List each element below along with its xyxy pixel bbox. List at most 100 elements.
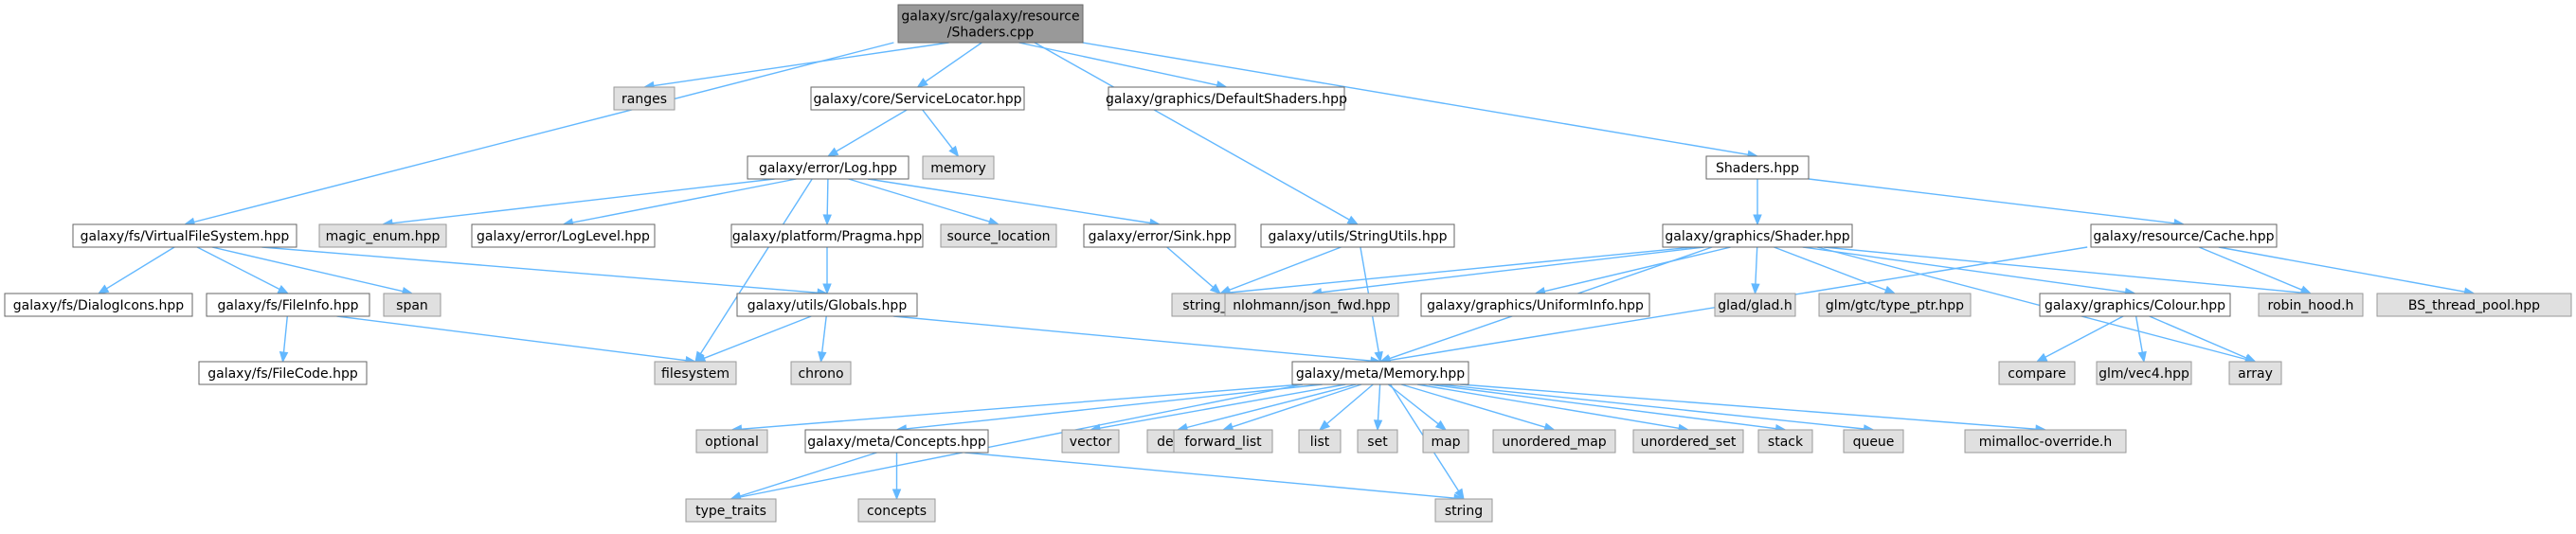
node-colour[interactable]: galaxy/graphics/Colour.hpp xyxy=(2039,293,2231,317)
node-box xyxy=(1260,223,1455,248)
node-string[interactable]: string xyxy=(1434,498,1493,523)
node-array[interactable]: array xyxy=(2228,361,2282,385)
node-box xyxy=(1662,223,1853,248)
node-forwardlist[interactable]: forward_list xyxy=(1173,429,1273,454)
edge-servicelocator-to-memory xyxy=(922,109,960,158)
node-loglevel[interactable]: galaxy/error/LogLevel.hpp xyxy=(471,223,656,248)
node-label: galaxy/resource/Cache.hpp xyxy=(2093,229,2274,244)
node-chrono[interactable]: chrono xyxy=(790,361,852,385)
node-label: galaxy/core/ServiceLocator.hpp xyxy=(813,92,1021,107)
node-set[interactable]: set xyxy=(1357,429,1398,454)
node-vector[interactable]: vector xyxy=(1061,429,1120,454)
edge-fileinfo-to-filesystem xyxy=(336,315,697,365)
node-sink[interactable]: galaxy/error/Sink.hpp xyxy=(1083,223,1236,248)
node-label: ranges xyxy=(621,92,667,107)
node-compare[interactable]: compare xyxy=(1998,361,2076,385)
node-unorderedset[interactable]: unordered_set xyxy=(1632,429,1744,454)
node-box xyxy=(1298,429,1342,454)
node-span[interactable]: span xyxy=(383,293,441,317)
node-cache[interactable]: galaxy/resource/Cache.hpp xyxy=(2090,223,2278,248)
node-bsthreadpool[interactable]: BS_thread_pool.hpp xyxy=(2376,293,2572,317)
node-box xyxy=(790,361,852,385)
node-ranges[interactable]: ranges xyxy=(613,86,676,111)
node-map[interactable]: map xyxy=(1422,429,1469,454)
node-magicenum[interactable]: magic_enum.hpp xyxy=(318,223,447,248)
node-box xyxy=(1705,155,1810,180)
node-globals[interactable]: galaxy/utils/Globals.hpp xyxy=(736,293,918,317)
node-stack[interactable]: stack xyxy=(1757,429,1813,454)
node-label: galaxy/utils/StringUtils.hpp xyxy=(1268,229,1447,244)
node-box xyxy=(1964,429,2127,454)
node-typetraits[interactable]: type_traits xyxy=(685,498,777,523)
node-label: chrono xyxy=(798,366,843,382)
node-concepts_hpp[interactable]: galaxy/meta/Concepts.hpp xyxy=(804,429,989,454)
node-box xyxy=(1818,293,1972,317)
edge-root-to-vfs xyxy=(183,42,894,226)
node-box xyxy=(1714,293,1796,317)
node-fileinfo[interactable]: galaxy/fs/FileInfo.hpp xyxy=(206,293,370,317)
node-box xyxy=(1422,429,1469,454)
node-box xyxy=(695,429,768,454)
node-memory[interactable]: memory xyxy=(922,155,995,180)
edge-metamemory-to-deque xyxy=(1176,383,1357,432)
node-vec4[interactable]: glm/vec4.hpp xyxy=(2096,361,2192,385)
node-label: galaxy/error/Log.hpp xyxy=(759,161,897,176)
node-box xyxy=(730,223,924,248)
node-log[interactable]: galaxy/error/Log.hpp xyxy=(747,155,910,180)
edge-fileinfo-to-filecode xyxy=(279,315,289,364)
node-box xyxy=(1998,361,2076,385)
node-pragma[interactable]: galaxy/platform/Pragma.hpp xyxy=(730,223,924,248)
node-box xyxy=(206,293,370,317)
node-shaderhpp[interactable]: galaxy/graphics/Shader.hpp xyxy=(1662,223,1853,248)
node-glad[interactable]: glad/glad.h xyxy=(1714,293,1796,317)
node-box xyxy=(2258,293,2364,317)
node-dialogicons[interactable]: galaxy/fs/DialogIcons.hpp xyxy=(4,293,193,317)
node-label: /Shaders.cpp xyxy=(947,26,1035,41)
edge-metamemory-to-map xyxy=(1387,383,1448,431)
node-label: galaxy/graphics/Shader.hpp xyxy=(1665,229,1849,244)
node-layer: galaxy/src/galaxy/resource/Shaders.cpp ra… xyxy=(4,4,2572,523)
node-root[interactable]: galaxy/src/galaxy/resource/Shaders.cpp xyxy=(897,4,1084,44)
node-label: galaxy/utils/Globals.hpp xyxy=(748,298,908,313)
edge-metamemory-to-unorderedmap xyxy=(1400,383,1556,432)
edge-log-to-magicenum xyxy=(381,178,775,228)
node-box xyxy=(940,223,1057,248)
node-label: galaxy/error/LogLevel.hpp xyxy=(477,229,650,244)
edge-layer xyxy=(97,42,2476,503)
node-concepts[interactable]: concepts xyxy=(857,498,936,523)
node-stringutils[interactable]: galaxy/utils/StringUtils.hpp xyxy=(1260,223,1455,248)
node-optional[interactable]: optional xyxy=(695,429,768,454)
node-box xyxy=(1108,86,1345,111)
node-label: galaxy/graphics/DefaultShaders.hpp xyxy=(1106,92,1347,107)
edge-servicelocator-to-log xyxy=(826,109,908,157)
node-sourcelocation[interactable]: source_location xyxy=(940,223,1057,248)
edge-colour-to-vec4 xyxy=(2135,315,2147,364)
node-typeptr[interactable]: glm/gtc/type_ptr.hpp xyxy=(1818,293,1972,317)
node-unorderedmap[interactable]: unordered_map xyxy=(1492,429,1616,454)
edge-concepts_hpp-to-typetraits xyxy=(730,452,877,501)
edge-shaderhpp-to-typeptr xyxy=(1774,246,1897,294)
node-box xyxy=(318,223,447,248)
node-mimalloc[interactable]: mimalloc-override.h xyxy=(1964,429,2127,454)
node-label: queue xyxy=(1853,435,1895,450)
node-robinhood[interactable]: robin_hood.h xyxy=(2258,293,2364,317)
node-label: galaxy/fs/FileInfo.hpp xyxy=(218,298,359,313)
node-uniforminfo[interactable]: galaxy/graphics/UniformInfo.hpp xyxy=(1420,293,1650,317)
node-label: span xyxy=(396,298,428,313)
node-box xyxy=(1757,429,1813,454)
node-filecode[interactable]: galaxy/fs/FileCode.hpp xyxy=(198,361,368,385)
edge-metamemory-to-concepts_hpp xyxy=(895,383,1323,434)
node-queue[interactable]: queue xyxy=(1843,429,1904,454)
node-vfs[interactable]: galaxy/fs/VirtualFileSystem.hpp xyxy=(72,223,297,248)
node-defaultshaders[interactable]: galaxy/graphics/DefaultShaders.hpp xyxy=(1106,86,1347,111)
node-list[interactable]: list xyxy=(1298,429,1342,454)
node-metamemory[interactable]: galaxy/meta/Memory.hpp xyxy=(1291,361,1469,385)
node-label: glm/gtc/type_ptr.hpp xyxy=(1826,298,1964,313)
node-servicelocator[interactable]: galaxy/core/ServiceLocator.hpp xyxy=(810,86,1025,111)
node-box xyxy=(1843,429,1904,454)
node-label: filesystem xyxy=(661,366,730,382)
node-filesystem[interactable]: filesystem xyxy=(654,361,737,385)
node-jsonfwd[interactable]: nlohmann/json_fwd.hpp xyxy=(1224,293,1399,317)
node-box xyxy=(654,361,737,385)
node-shadershpp[interactable]: Shaders.hpp xyxy=(1705,155,1810,180)
